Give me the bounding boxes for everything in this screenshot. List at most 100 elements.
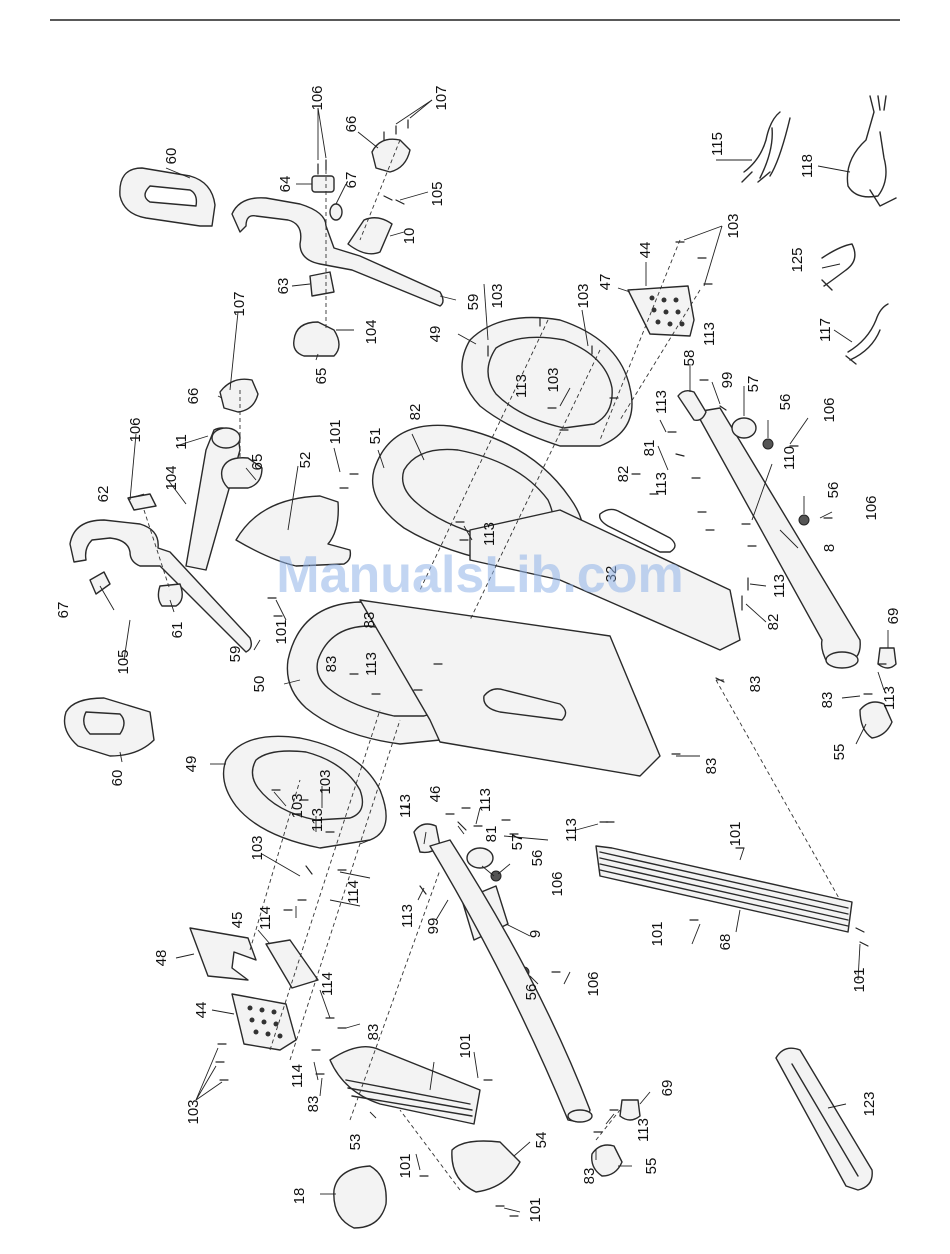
callout-118: 118 xyxy=(799,154,816,178)
part-55-wheel-right xyxy=(859,701,893,739)
callout-81-mid: 81 xyxy=(483,826,500,843)
part-68-rail xyxy=(595,845,853,933)
part-18-cap xyxy=(333,1165,387,1229)
callout-45: 45 xyxy=(229,912,246,929)
callout-113-h: 113 xyxy=(881,686,898,710)
callout-113-g: 113 xyxy=(363,652,380,676)
part-49-oval-shield-lower xyxy=(222,735,387,849)
assembly-lines xyxy=(143,139,841,1191)
callout-105-top: 105 xyxy=(429,181,446,206)
callout-64: 64 xyxy=(277,176,294,193)
callout-104-top: 104 xyxy=(363,319,380,344)
part-52-cover-panel xyxy=(235,495,352,567)
callout-81-top: 81 xyxy=(641,440,658,457)
pedal-holes-lower xyxy=(247,1005,283,1039)
callout-114-b: 114 xyxy=(257,906,274,930)
callout-52: 52 xyxy=(297,452,314,469)
callout-49-top: 49 xyxy=(427,326,444,343)
hardware-fasteners xyxy=(215,119,887,1217)
part-57-wheel-upper xyxy=(731,417,757,439)
callout-103-a: 103 xyxy=(489,283,506,308)
tube-8-end xyxy=(825,651,859,669)
callout-114-d: 114 xyxy=(289,1064,306,1088)
callout-117: 117 xyxy=(817,318,834,342)
part-66-cover-upper xyxy=(371,138,411,173)
callout-82-b: 82 xyxy=(615,466,632,483)
callout-56-top: 56 xyxy=(777,394,794,411)
callout-113-c: 113 xyxy=(653,390,670,414)
callout-113-f: 113 xyxy=(771,574,788,598)
callout-106-top: 106 xyxy=(309,85,326,110)
callout-58: 58 xyxy=(681,350,698,367)
part-69-foot-right xyxy=(877,647,897,669)
callout-103-b: 103 xyxy=(575,283,592,308)
part-59-handlebar-upper xyxy=(231,197,444,307)
callout-107-mid: 107 xyxy=(231,291,248,316)
part-48-plate xyxy=(189,927,257,981)
callout-125: 125 xyxy=(789,247,806,272)
callout-55-lower: 55 xyxy=(643,1158,660,1175)
callout-56-right: 56 xyxy=(825,482,842,499)
callout-68: 68 xyxy=(717,934,734,951)
callout-83-b: 83 xyxy=(323,656,340,673)
part-118-power-cord xyxy=(846,95,897,207)
callout-18: 18 xyxy=(291,1188,308,1205)
callout-32: 32 xyxy=(603,566,620,583)
rail-slot-upper xyxy=(598,508,676,553)
part-65-boot-upper xyxy=(293,321,340,357)
callout-114-a: 114 xyxy=(345,880,362,904)
part-62-clamp xyxy=(127,493,157,511)
callout-113-k: 113 xyxy=(477,788,494,812)
callout-50: 50 xyxy=(251,676,268,693)
callout-106-mid: 106 xyxy=(127,417,144,442)
callout-113-m: 113 xyxy=(399,904,416,928)
callout-48: 48 xyxy=(153,950,170,967)
part-57-wheel-lower xyxy=(466,847,494,869)
part-66-cover-lower xyxy=(219,378,259,413)
panel-53-ribs xyxy=(345,1079,473,1117)
callout-104-mid: 104 xyxy=(163,465,180,490)
callout-59-mid: 59 xyxy=(227,646,244,663)
callout-60-top: 60 xyxy=(163,148,180,165)
callout-101-g: 101 xyxy=(397,1153,414,1178)
callout-113-d: 113 xyxy=(653,472,670,496)
part-115-wire-harness xyxy=(741,111,791,183)
part-56-cap-b xyxy=(798,514,810,526)
part-45-bracket xyxy=(265,939,319,989)
part-54-end-cap xyxy=(451,1140,521,1193)
callout-115: 115 xyxy=(709,132,726,156)
callout-101-f: 101 xyxy=(457,1033,474,1058)
callout-54: 54 xyxy=(533,1132,550,1149)
callout-114-c: 114 xyxy=(319,972,336,996)
callout-101-h: 101 xyxy=(527,1197,544,1222)
callout-46: 46 xyxy=(427,786,444,803)
callout-110: 110 xyxy=(781,446,798,470)
callout-113-j: 113 xyxy=(397,794,414,818)
part-59-handlebar-lower xyxy=(69,519,253,653)
part-11-post xyxy=(185,427,241,571)
callout-66-top: 66 xyxy=(343,116,360,133)
callout-83-c: 83 xyxy=(747,676,764,693)
callout-69-lower: 69 xyxy=(659,1080,676,1097)
part-125-cable xyxy=(821,243,856,291)
callout-67-top: 67 xyxy=(343,172,360,189)
callout-65-top: 65 xyxy=(313,368,330,385)
callout-82-a: 82 xyxy=(407,404,424,421)
callout-113-n: 113 xyxy=(635,1118,652,1142)
callout-103-top-right: 103 xyxy=(725,213,742,238)
callout-106-mid-b: 106 xyxy=(549,871,566,896)
callout-53: 53 xyxy=(347,1134,364,1151)
callout-49-bottom: 49 xyxy=(183,756,200,773)
callout-8: 8 xyxy=(821,544,838,552)
main-frame-slot xyxy=(483,688,567,721)
callout-101-a: 101 xyxy=(327,419,344,444)
callout-51: 51 xyxy=(367,428,384,445)
callout-113-i: 113 xyxy=(309,808,326,832)
callout-57-mid: 57 xyxy=(509,834,526,851)
callout-106-right-b: 106 xyxy=(863,495,880,520)
callout-103-e: 103 xyxy=(317,769,334,794)
callout-83-f: 83 xyxy=(365,1024,382,1041)
part-65-boot-lower xyxy=(220,457,263,489)
callout-63: 63 xyxy=(275,278,292,295)
